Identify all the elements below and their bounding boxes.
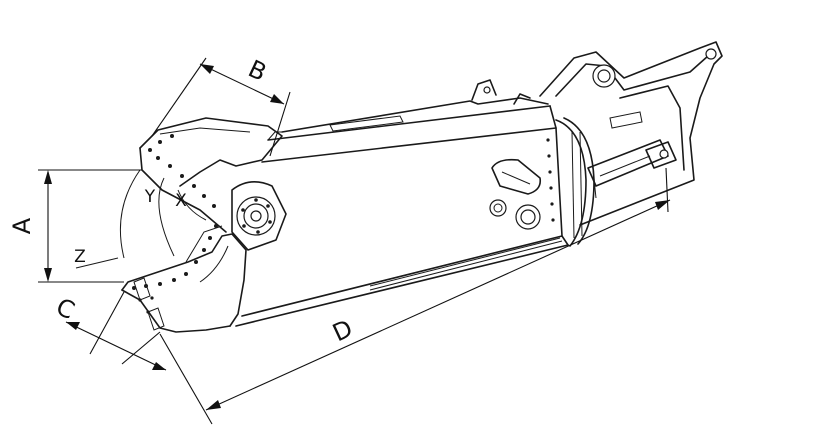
dimension-a	[38, 169, 142, 283]
dimension-b	[151, 57, 291, 157]
dimension-d	[159, 167, 671, 425]
label-b: B	[244, 55, 271, 87]
label-a: A	[8, 217, 36, 234]
shear-jaw-assembly	[121, 117, 283, 333]
arc-x	[177, 189, 207, 221]
mounting-bracket	[539, 41, 723, 226]
main-pivot	[231, 181, 287, 251]
arc-z	[119, 169, 141, 259]
label-d: D	[328, 314, 357, 347]
dimension-c	[65, 291, 167, 371]
z-leader	[75, 257, 119, 269]
label-z: Z	[74, 247, 86, 267]
throat-arcs	[75, 169, 207, 269]
label-y: Y	[144, 187, 156, 207]
label-x: X	[175, 191, 187, 211]
boom-body	[235, 79, 569, 327]
label-c: C	[52, 293, 79, 325]
arc-y	[158, 177, 175, 257]
end-plate-bolts	[546, 138, 555, 222]
